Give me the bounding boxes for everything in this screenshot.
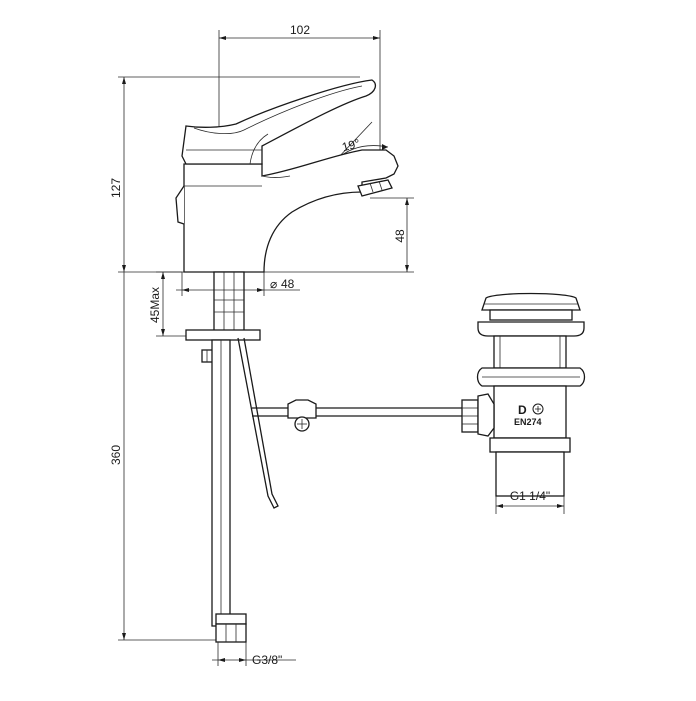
mounting-assembly	[185, 271, 261, 363]
mounting-shank	[213, 271, 245, 337]
dim-waste-thread: G1 1/4"	[495, 489, 565, 514]
faucet-body	[175, 149, 399, 273]
dim-hose-thread: G3/8"	[212, 642, 296, 667]
dim-label-127: 127	[109, 178, 123, 198]
hose-crimp	[215, 613, 247, 625]
waste-assembly: D EN274	[461, 292, 586, 497]
top-flange	[477, 321, 585, 337]
dim-height-total: 127	[109, 76, 360, 273]
dim-label-102: 102	[290, 23, 310, 37]
popup-rod-knob	[175, 185, 185, 225]
waste-body-upper	[493, 335, 567, 369]
hose-connector-nut	[215, 623, 247, 643]
dim-label-g1-1-4: G1 1/4"	[510, 489, 550, 503]
dim-label-45max: 45Max	[148, 287, 162, 323]
waste-body-lower	[493, 385, 567, 439]
linkage-housing	[477, 393, 495, 437]
dim-label-19deg: 19°	[340, 136, 361, 154]
dim-spout-height: 48	[264, 197, 414, 273]
rod-clamp	[287, 399, 317, 419]
popup-control-rod	[237, 337, 462, 509]
dim-label-360: 360	[109, 445, 123, 465]
plug-cap	[481, 292, 581, 311]
supply-hose	[211, 339, 247, 643]
plug-stem	[489, 309, 573, 321]
waste-tail-collar	[489, 437, 571, 453]
brand-mark: D	[518, 403, 527, 417]
lever-handle	[181, 79, 377, 165]
dim-label-g3-8: G3/8"	[252, 653, 282, 667]
diameter-symbol: ⌀	[270, 277, 277, 291]
aerator	[357, 179, 393, 197]
dim-deck-max: 45Max	[148, 271, 186, 337]
deck-plate	[185, 329, 261, 341]
dim-label-48-height: 48	[393, 229, 407, 243]
standard-mark: EN274	[514, 417, 542, 427]
dim-label-48-diameter: 48	[281, 277, 295, 291]
dim-hose-length: 360	[109, 272, 218, 641]
waste-tailpiece	[495, 451, 565, 497]
